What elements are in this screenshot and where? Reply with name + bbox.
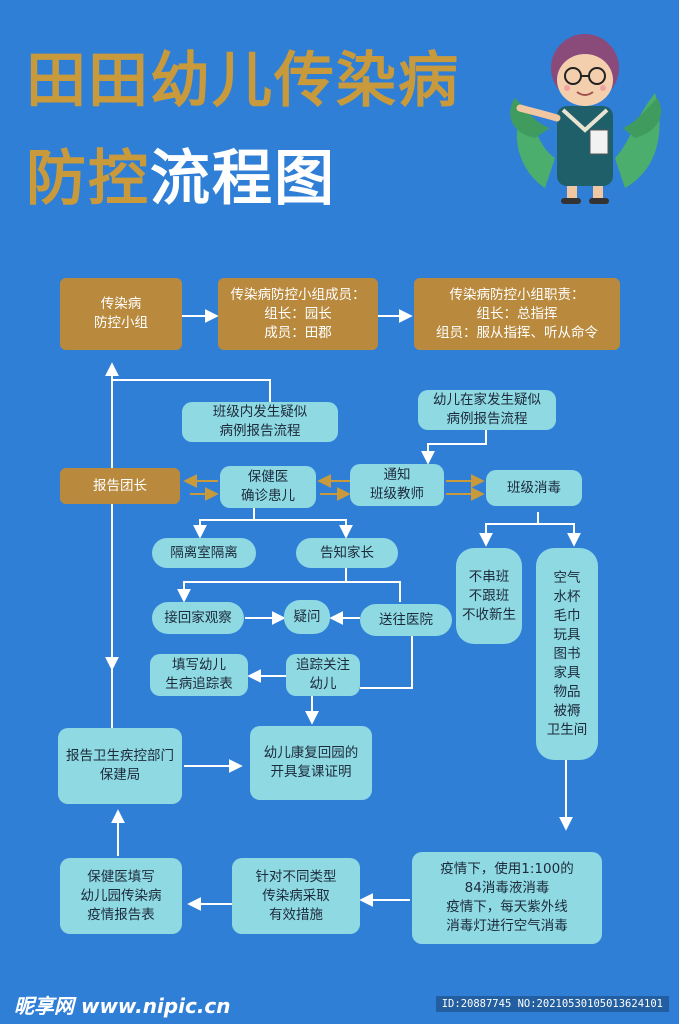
node-track-child: 追踪关注 幼儿 bbox=[286, 654, 360, 696]
node-notify-teacher: 通知 班级教师 bbox=[350, 464, 444, 506]
node-epidemic-disinfect: 疫情下，使用1:100的 84消毒液消毒 疫情下，每天紫外线 消毒灯进行空气消毒 bbox=[412, 852, 602, 944]
node-text: 隔离室隔离 bbox=[170, 544, 238, 561]
node-question: 疑问 bbox=[284, 600, 330, 634]
node-class-report: 班级内发生疑似 病例报告流程 bbox=[182, 402, 338, 442]
node-text: 疑问 bbox=[293, 608, 321, 625]
node-text: 送往医院 bbox=[379, 611, 433, 628]
title-line1: 田田幼儿传染病 bbox=[26, 46, 460, 116]
node-text: 生病追踪表 bbox=[165, 676, 233, 692]
node-text: 不跟班 bbox=[468, 587, 510, 604]
node-text: 被褥 bbox=[553, 702, 581, 719]
node-text: 家具 bbox=[553, 664, 581, 681]
node-text: 疫情下，使用1:100的 bbox=[440, 861, 574, 877]
page-title: 田田幼儿传染病 bbox=[26, 46, 460, 116]
node-text: 班级内发生疑似 bbox=[212, 404, 308, 420]
node-text: 防控小组 bbox=[94, 315, 148, 331]
node-disinfect-items: 空气 水杯 毛巾 玩具 图书 家具 物品 被褥 卫生间 bbox=[536, 548, 598, 760]
node-text: 消毒灯进行空气消毒 bbox=[446, 918, 568, 934]
node-text: 图书 bbox=[553, 645, 581, 662]
node-text: 成员：田郡 bbox=[264, 324, 332, 341]
node-text: 不收新生 bbox=[462, 606, 516, 623]
node-text: 传染病采取 bbox=[262, 887, 330, 904]
title-line2-white: 流程图 bbox=[150, 144, 336, 214]
node-text: 组长：总指挥 bbox=[476, 305, 558, 322]
node-text: 报告团长 bbox=[93, 477, 147, 494]
node-recovery: 幼儿康复回园的 开具复课证明 bbox=[250, 726, 372, 800]
node-text: 幼儿在家发生疑似 bbox=[433, 392, 541, 408]
node-group-duties: 传染病防控小组职责： 组长：总指挥 组员：服从指挥、听从命令 bbox=[414, 278, 620, 350]
node-prevention-group: 传染病 防控小组 bbox=[60, 278, 182, 350]
node-text: 水杯 bbox=[553, 588, 581, 605]
node-isolation: 隔离室隔离 bbox=[152, 538, 256, 568]
node-class-disinfect: 班级消毒 bbox=[486, 470, 582, 506]
node-text: 追踪关注 bbox=[296, 657, 350, 673]
node-text: 保健医填写 bbox=[87, 868, 155, 885]
node-text: 组长：园长 bbox=[264, 305, 332, 322]
node-text: 确诊患儿 bbox=[241, 488, 295, 504]
node-text: 幼儿 bbox=[309, 676, 337, 692]
node-fill-table: 填写幼儿 生病追踪表 bbox=[150, 654, 248, 696]
node-home-report: 幼儿在家发生疑似 病例报告流程 bbox=[418, 390, 556, 430]
node-group-members: 传染病防控小组成员： 组长：园长 成员：田郡 bbox=[218, 278, 378, 350]
node-text: 报告卫生疾控部门 bbox=[66, 748, 174, 764]
node-text: 班级消毒 bbox=[507, 479, 561, 496]
node-text: 不串班 bbox=[468, 568, 510, 585]
node-doctor-confirm: 保健医 确诊患儿 bbox=[220, 466, 316, 508]
node-text: 物品 bbox=[553, 683, 581, 700]
node-text: 传染病防控小组职责： bbox=[449, 286, 585, 303]
node-text: 保健医 bbox=[247, 469, 289, 485]
node-to-hospital: 送往医院 bbox=[360, 604, 452, 636]
watermark-logo: 昵享网 www.nipic.cn bbox=[14, 994, 231, 1018]
teacher-illustration bbox=[510, 34, 662, 204]
node-text: 接回家观察 bbox=[164, 609, 232, 626]
node-text: 幼儿园传染病 bbox=[80, 887, 162, 904]
node-no-mix: 不串班 不跟班 不收新生 bbox=[456, 548, 522, 644]
title-line2-gold: 防控 bbox=[26, 144, 150, 214]
node-text: 保建局 bbox=[99, 767, 141, 783]
node-text: 空气 bbox=[553, 569, 581, 586]
node-text: 告知家长 bbox=[320, 544, 374, 561]
node-text: 玩具 bbox=[553, 626, 581, 643]
node-text: 有效措施 bbox=[269, 906, 323, 923]
node-text: 病例报告流程 bbox=[446, 411, 528, 427]
page-title-line2: 防控流程图 bbox=[26, 144, 336, 214]
node-text: 毛巾 bbox=[553, 607, 581, 624]
node-text: 班级教师 bbox=[370, 486, 424, 502]
node-text: 传染病 bbox=[100, 296, 142, 312]
node-text: 针对不同类型 bbox=[255, 868, 337, 885]
node-text: 病例报告流程 bbox=[219, 423, 301, 439]
node-notify-parent: 告知家长 bbox=[296, 538, 398, 568]
node-text: 传染病防控小组成员： bbox=[230, 286, 366, 303]
node-text: 84消毒液消毒 bbox=[464, 880, 550, 896]
node-report-cdc: 报告卫生疾控部门 保建局 bbox=[58, 728, 182, 804]
node-report-leader: 报告团长 bbox=[60, 468, 180, 504]
node-text: 卫生间 bbox=[546, 721, 588, 738]
node-text: 疫情报告表 bbox=[87, 906, 155, 923]
image-id-label: ID:20887745 NO:20210530105013624101 bbox=[435, 996, 669, 1012]
node-measures: 针对不同类型 传染病采取 有效措施 bbox=[232, 858, 360, 934]
node-text: 组员：服从指挥、听从命令 bbox=[436, 324, 598, 341]
node-doctor-fill-report: 保健医填写 幼儿园传染病 疫情报告表 bbox=[60, 858, 182, 934]
node-text: 疫情下，每天紫外线 bbox=[446, 899, 568, 915]
node-text: 通知 bbox=[383, 467, 411, 483]
node-text: 填写幼儿 bbox=[172, 657, 226, 673]
node-text: 幼儿康复回园的 bbox=[263, 745, 359, 761]
node-text: 开具复课证明 bbox=[270, 764, 352, 780]
node-pickup-home: 接回家观察 bbox=[152, 602, 244, 634]
